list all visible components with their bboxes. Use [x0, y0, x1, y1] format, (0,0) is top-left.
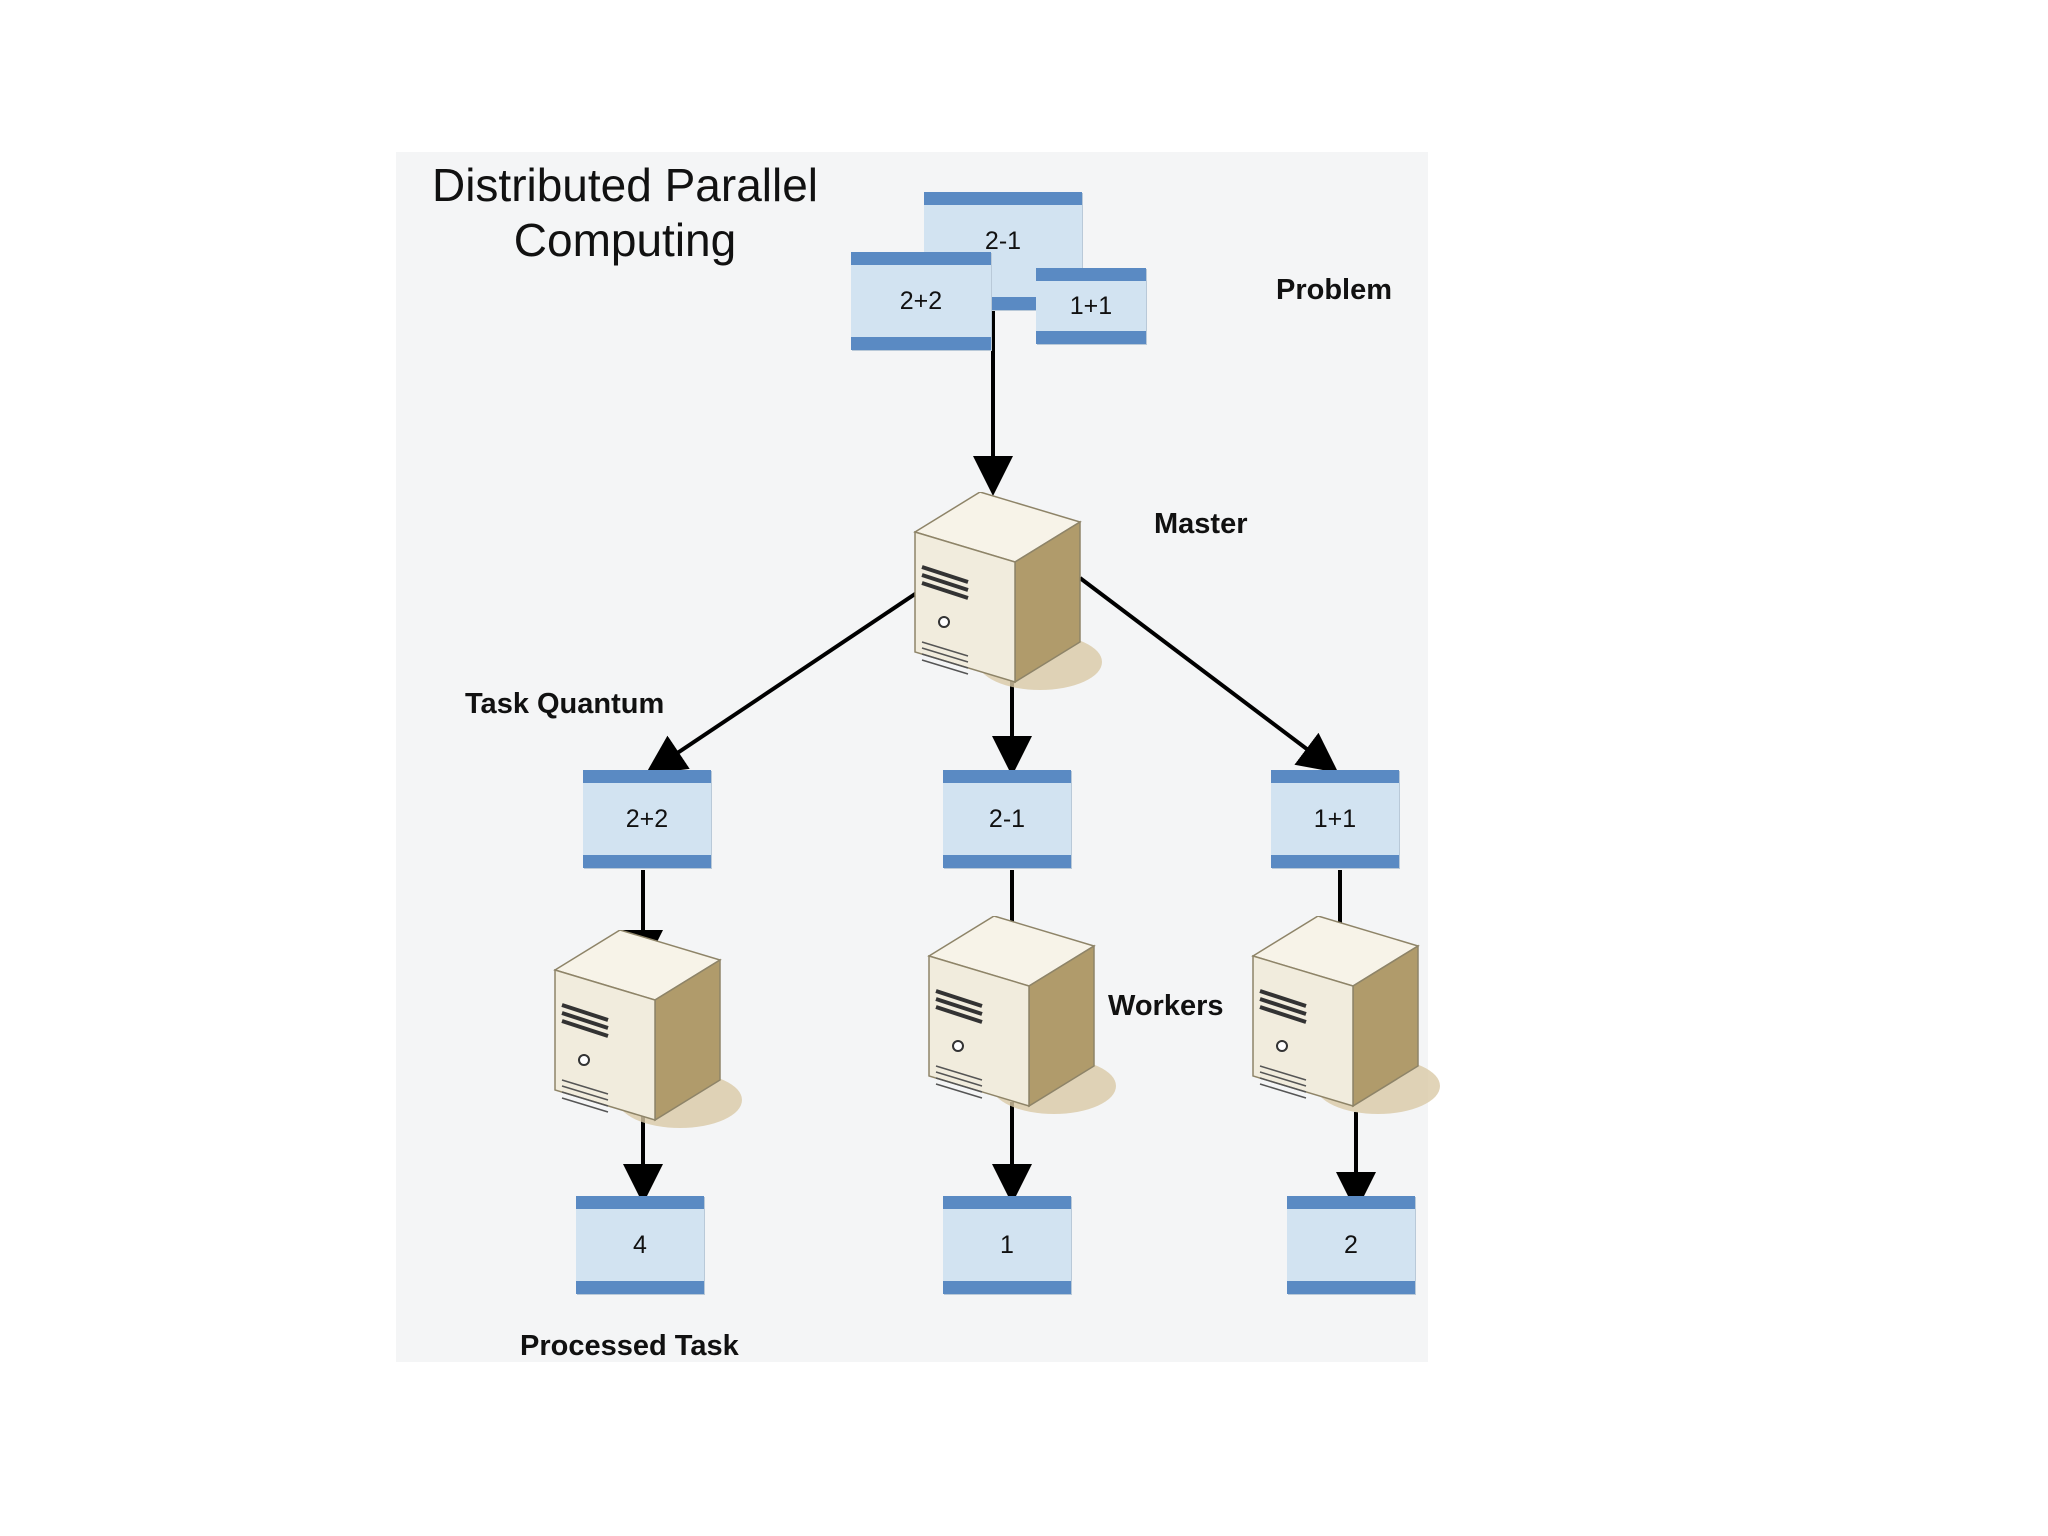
diagram-background: [396, 152, 1428, 1362]
label-task-quantum: Task Quantum: [465, 688, 665, 720]
arrow-master-to-task-1: [645, 586, 926, 775]
task-block-3: 1+1: [1271, 770, 1399, 868]
result-block-3: 2: [1287, 1196, 1415, 1294]
arrow-master-to-task-3: [1078, 576, 1339, 773]
master-server-icon: [913, 492, 1102, 690]
worker-server-1-icon: [553, 930, 742, 1128]
problem-block-3: 1+1: [1036, 268, 1146, 344]
result-block-1: 4: [576, 1196, 704, 1294]
label-processed-task: Processed Task: [520, 1330, 739, 1362]
problem-block-2: 2+2: [851, 252, 991, 350]
result-block-2: 1: [943, 1196, 1071, 1294]
task-block-1: 2+2: [583, 770, 711, 868]
label-master: Master: [1154, 508, 1248, 540]
worker-server-2-icon: [927, 916, 1116, 1114]
label-workers: Workers: [1108, 990, 1224, 1022]
task-block-2: 2-1: [943, 770, 1071, 868]
label-problem: Problem: [1276, 274, 1393, 306]
diagram-title: Distributed Parallel Computing: [431, 159, 819, 266]
worker-server-3-icon: [1251, 916, 1440, 1114]
